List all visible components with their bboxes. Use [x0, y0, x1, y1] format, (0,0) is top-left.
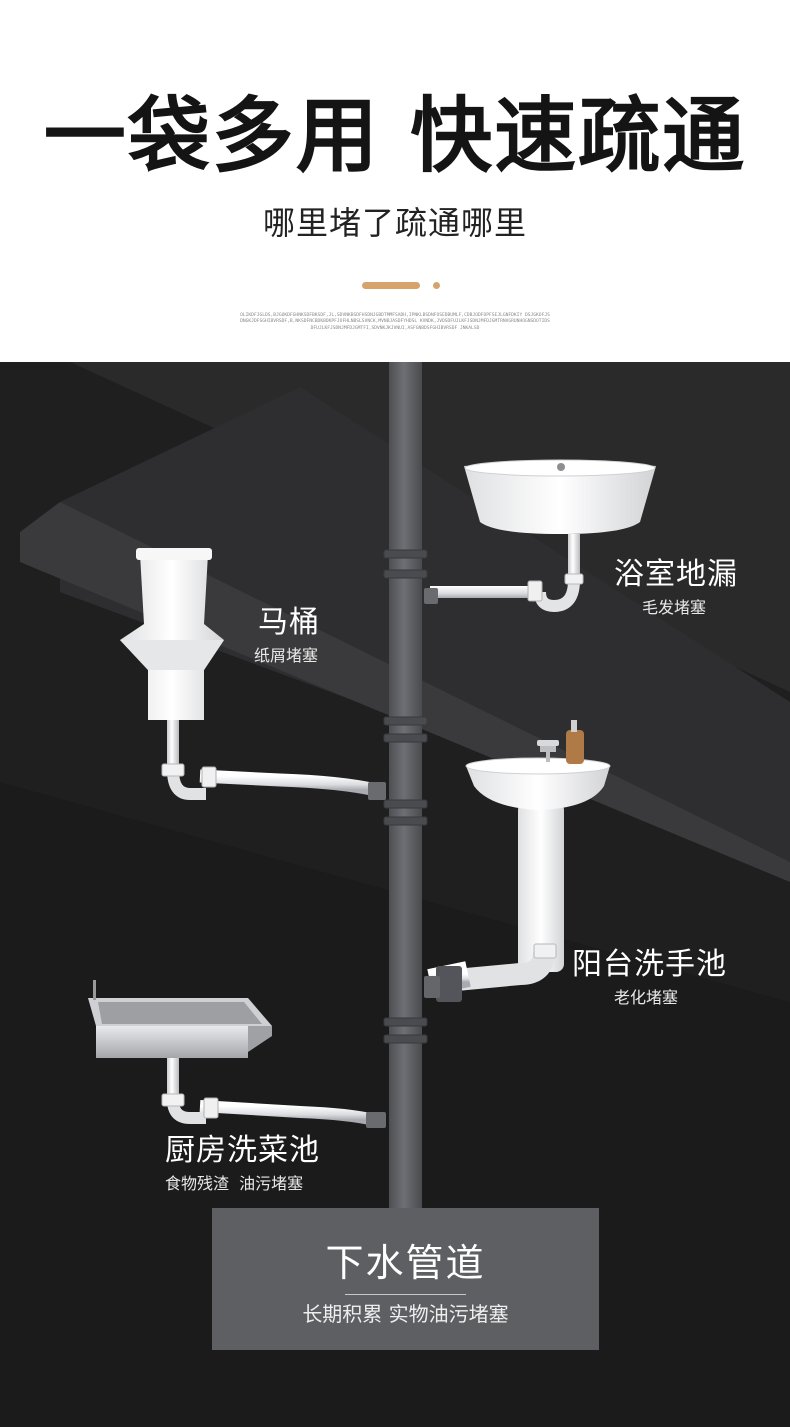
label-balcony-basin-sub: 老化堵塞 — [614, 988, 679, 1007]
accent-dot — [433, 282, 440, 289]
label-kitchen-sink: 厨房洗菜池 食物残渣 油污堵塞 — [165, 1136, 320, 1192]
subline: 哪里堵了疏通哪里 — [262, 204, 527, 242]
toilet-graphic — [120, 548, 224, 720]
sewer-pipe-title: 下水管道 — [325, 1241, 486, 1285]
label-toilet-title: 马桶 — [258, 605, 320, 640]
label-balcony-basin: 阳台洗手池 老化堵塞 — [572, 950, 727, 1006]
label-bath-drain-sub: 毛发堵塞 — [642, 598, 707, 617]
pipe-diagram-graphic — [0, 362, 790, 1427]
label-bath-drain: 浴室地漏 毛发堵塞 — [614, 560, 738, 616]
label-toilet-sub: 纸屑堵塞 — [254, 646, 319, 665]
sewer-pipe-divider — [345, 1294, 466, 1295]
label-bath-drain-title: 浴室地漏 — [614, 557, 738, 592]
accent-bar — [362, 282, 420, 289]
label-kitchen-sink-sub: 食物残渣 油污堵塞 — [165, 1174, 304, 1193]
headline: 一袋多用 快速疏通 — [43, 89, 747, 184]
label-kitchen-sink-title: 厨房洗菜池 — [165, 1133, 320, 1168]
sewer-pipe-sub: 长期积累 实物油污堵塞 — [302, 1302, 509, 1326]
header: 一袋多用 快速疏通 哪里堵了疏通哪里 OLIKDFJGLDS,BJGOKDFGH… — [0, 0, 790, 362]
label-toilet: 马桶 纸屑堵塞 — [254, 608, 320, 664]
pipe-diagram: 浴室地漏 毛发堵塞 马桶 纸屑堵塞 阳台洗手池 老化堵塞 厨房洗菜池 食物残渣 … — [0, 362, 790, 1427]
label-balcony-basin-title: 阳台洗手池 — [572, 947, 727, 982]
sewer-pipe-box: 下水管道 长期积累 实物油污堵塞 — [212, 1208, 599, 1350]
decorative-tiny-text: OLIKDFJGLDS,BJGOKDFGHNKSDFBKSDF,JL,SDVNK… — [240, 313, 550, 331]
